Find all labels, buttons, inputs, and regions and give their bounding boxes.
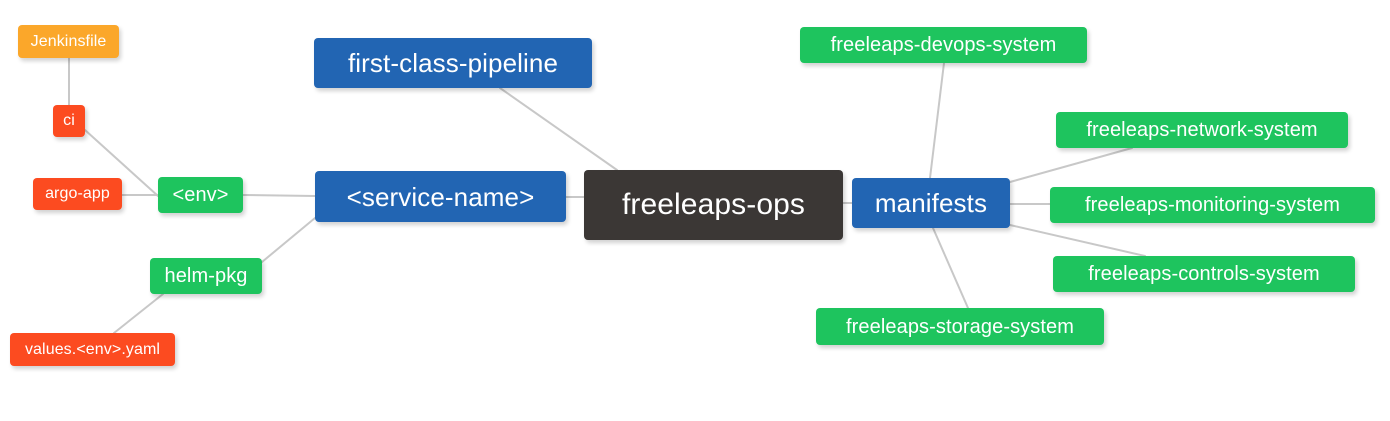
node-label: freeleaps-controls-system	[1088, 263, 1320, 285]
node-label: <env>	[172, 184, 229, 206]
edge-manifests-to-freeleaps-devops-system	[929, 62, 945, 179]
node-label: argo-app	[45, 185, 110, 202]
mindmap-node-env[interactable]: <env>	[158, 177, 243, 213]
mindmap-node-Jenkinsfile[interactable]: Jenkinsfile	[18, 25, 119, 58]
edge-helm-pkg-to-values-env-yaml	[113, 293, 164, 334]
mindmap-node-values-env-yaml[interactable]: values.<env>.yaml	[10, 333, 175, 366]
mindmap-node-manifests[interactable]: manifests	[852, 178, 1010, 228]
node-label: first-class-pipeline	[347, 48, 559, 78]
node-label: values.<env>.yaml	[24, 340, 161, 358]
node-label: ci	[63, 112, 75, 129]
node-label: freeleaps-ops	[621, 188, 806, 221]
mindmap-node-service-name[interactable]: <service-name>	[315, 171, 566, 222]
edge-service-name-to-helm-pkg	[261, 217, 316, 263]
node-label: freeleaps-monitoring-system	[1084, 194, 1340, 216]
mindmap-node-freeleaps-devops-system[interactable]: freeleaps-devops-system	[800, 27, 1087, 63]
node-label: freeleaps-network-system	[1086, 119, 1318, 141]
mindmap-node-first-class-pipeline[interactable]: first-class-pipeline	[314, 38, 592, 88]
edge-manifests-to-freeleaps-storage-system	[932, 227, 969, 309]
node-label: freeleaps-devops-system	[830, 34, 1057, 56]
mindmap-node-freeleaps-controls-system[interactable]: freeleaps-controls-system	[1053, 256, 1355, 292]
node-label: <service-name>	[346, 181, 535, 212]
mindmap-node-freeleaps-monitoring-system[interactable]: freeleaps-monitoring-system	[1050, 187, 1375, 223]
mindmap-node-freeleaps-network-system[interactable]: freeleaps-network-system	[1056, 112, 1348, 148]
mindmap-node-freeleaps-ops[interactable]: freeleaps-ops	[584, 170, 843, 240]
node-label: manifests	[874, 188, 988, 218]
mindmap-node-freeleaps-storage-system[interactable]: freeleaps-storage-system	[816, 308, 1104, 345]
mindmap-node-ci[interactable]: ci	[53, 105, 85, 137]
node-label: Jenkinsfile	[30, 32, 107, 50]
node-label: freeleaps-storage-system	[845, 315, 1075, 338]
edge-env-to-service-name	[242, 194, 316, 197]
mindmap-node-helm-pkg[interactable]: helm-pkg	[150, 258, 262, 294]
node-label: helm-pkg	[164, 265, 248, 287]
edge-manifests-to-freeleaps-network-system	[1009, 147, 1133, 183]
edge-first-class-pipeline-to-freeleaps-ops	[499, 87, 618, 171]
edge-manifests-to-freeleaps-controls-system	[1009, 224, 1146, 257]
mindmap-node-argo-app[interactable]: argo-app	[33, 178, 122, 210]
